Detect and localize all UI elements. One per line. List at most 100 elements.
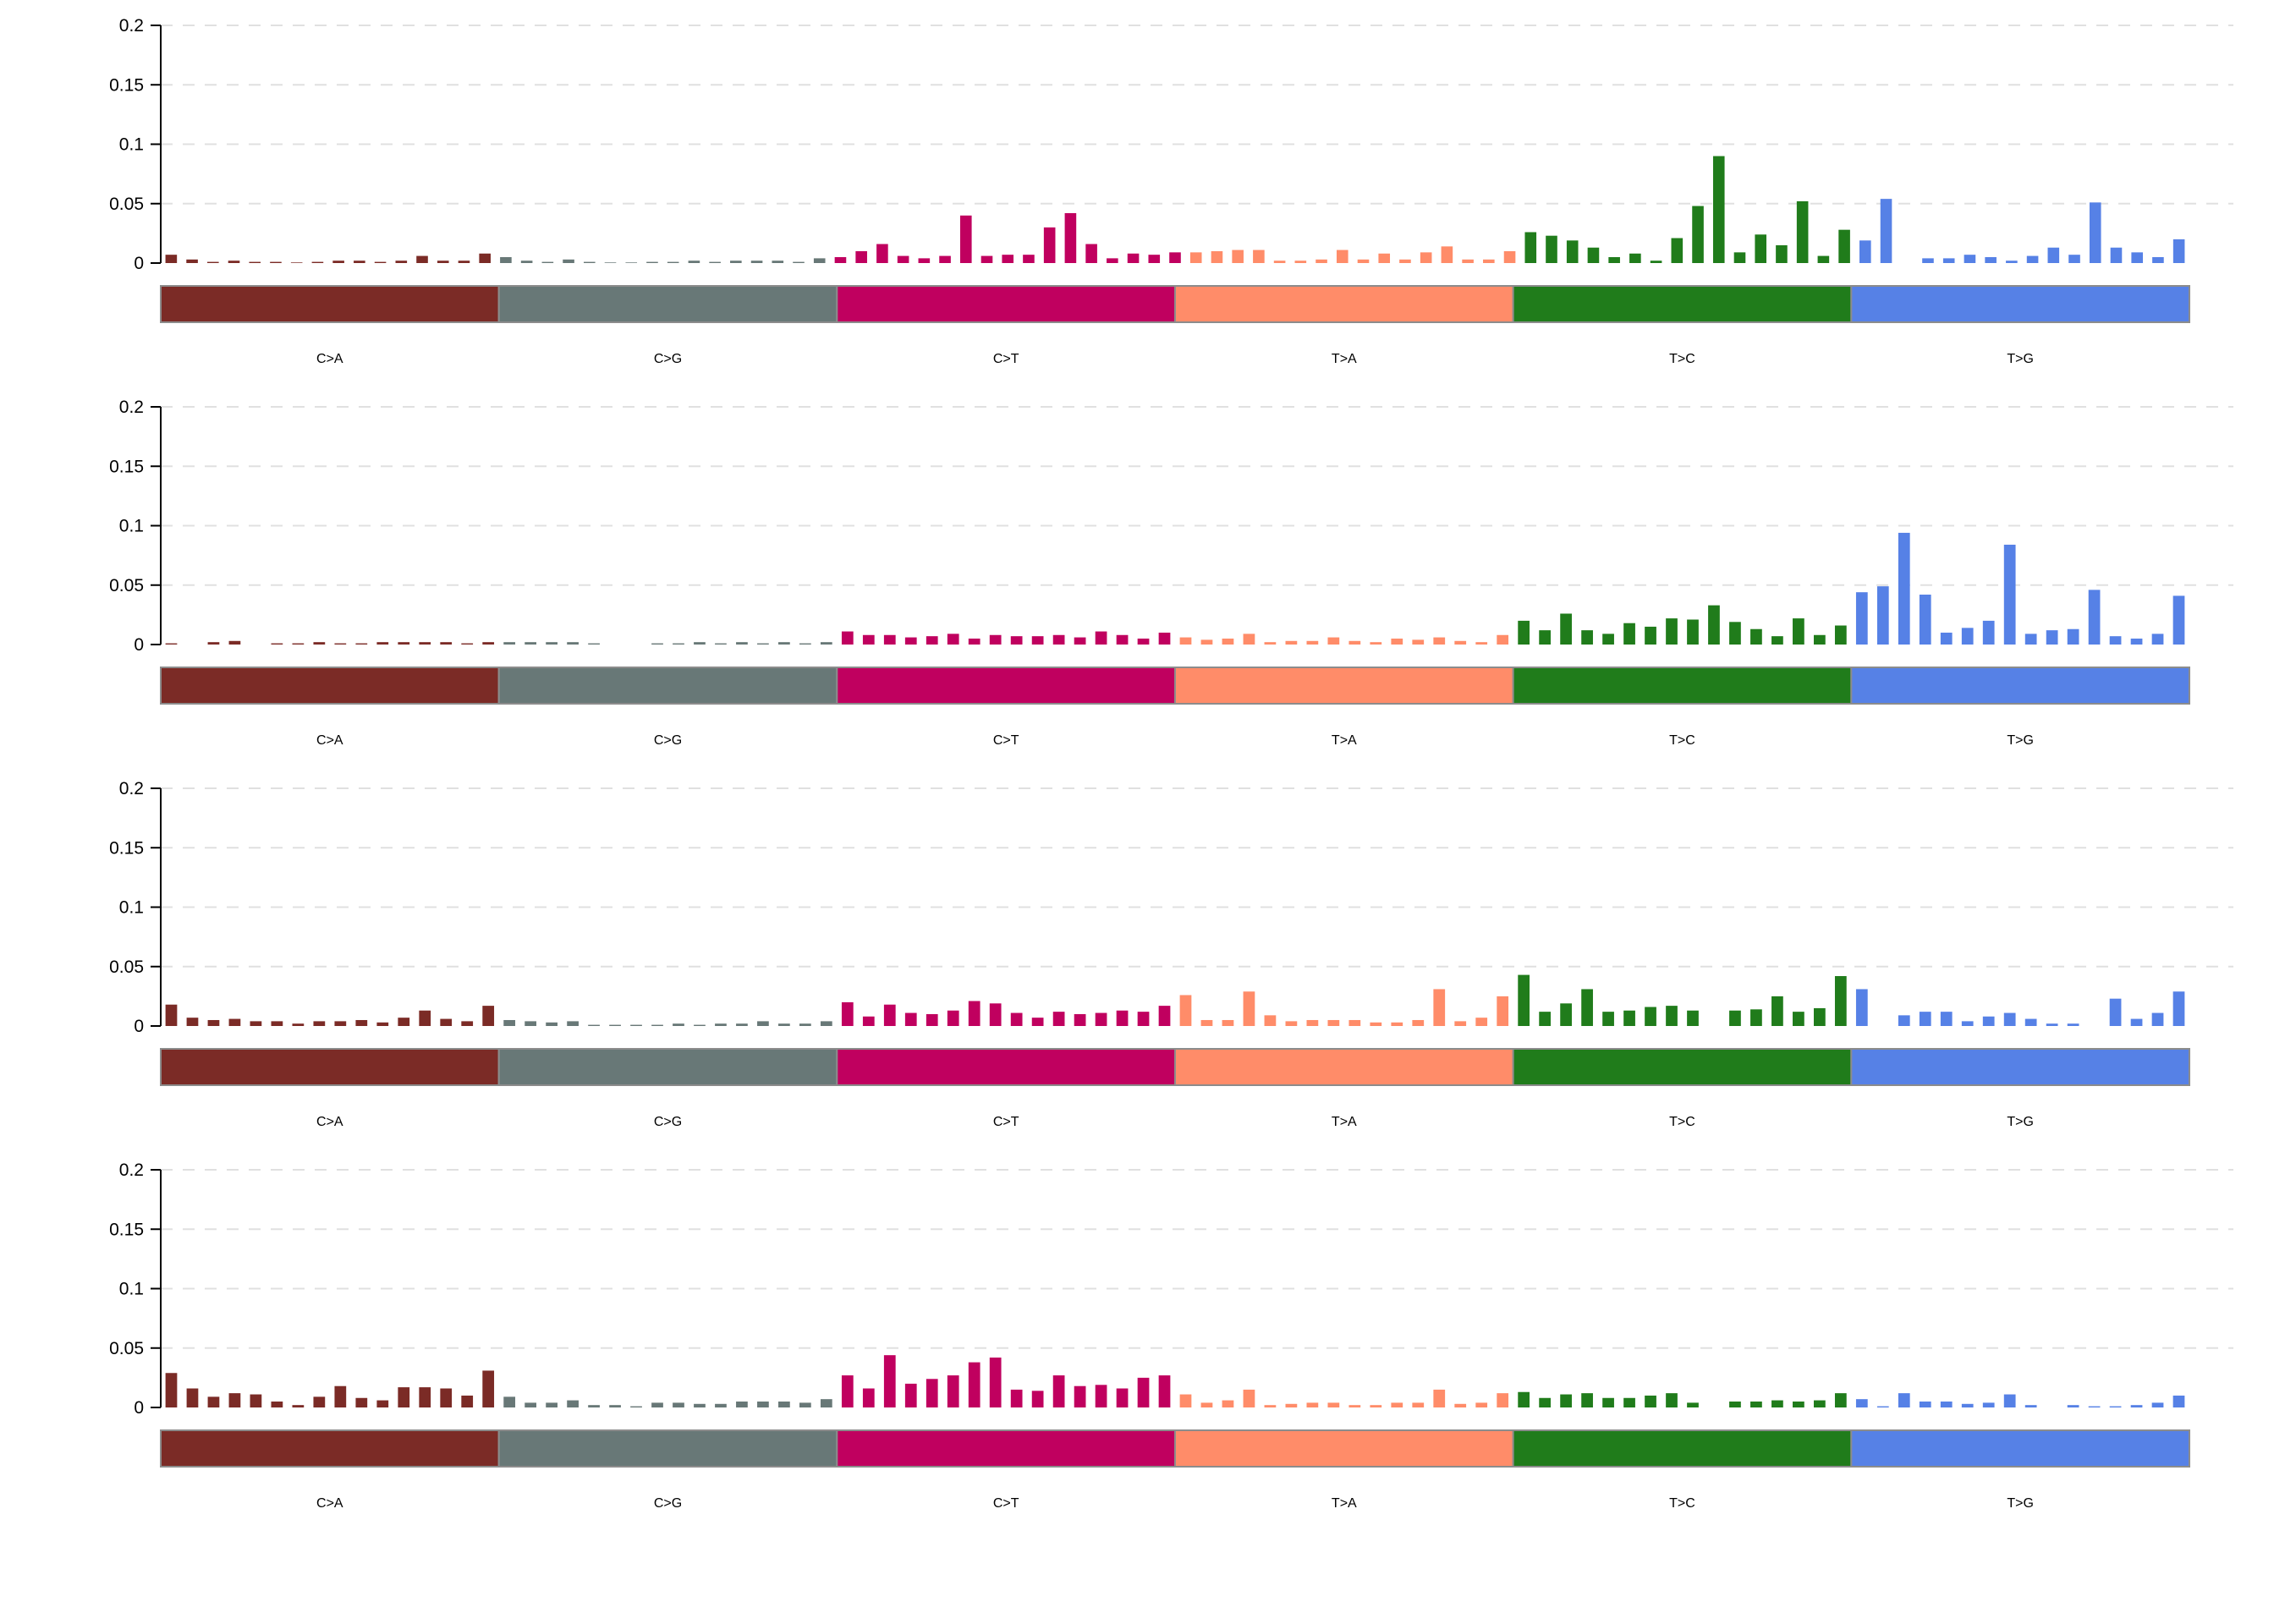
bar-ctog (673, 643, 684, 645)
category-label: T>A (1332, 733, 1357, 748)
bar-ttog (1898, 1015, 1910, 1026)
bar-ttoc (1796, 200, 1809, 263)
bar-ctoa (461, 1021, 474, 1026)
bar-ttog (1964, 255, 1976, 263)
bar-ctoa (250, 1021, 262, 1026)
bar-ctot (947, 634, 959, 645)
bar-ttog (1940, 1401, 1953, 1407)
bar-ctoa (334, 643, 347, 645)
bar-ctot (1074, 637, 1086, 645)
bar-ttoa (1285, 1021, 1298, 1026)
category-label: C>G (654, 352, 682, 366)
bar-ctot (1043, 227, 1056, 263)
bar-ctog (694, 1403, 706, 1407)
bar-ttog (1855, 989, 1868, 1026)
category-label: C>T (993, 1115, 1019, 1129)
bar-ctot (841, 1375, 854, 1407)
bar-ctoa (461, 643, 474, 645)
category-label: T>C (1669, 733, 1695, 748)
category-strip-ctot (836, 1429, 1176, 1468)
bar-ttoc (1629, 253, 1641, 263)
bar-ttoc (1645, 626, 1656, 645)
bar-ctot (834, 256, 847, 263)
bar-ctog (604, 262, 617, 263)
bar-ttoa (1370, 1405, 1382, 1407)
bar-ttoc (1666, 1006, 1678, 1026)
bar-ctot (1074, 1385, 1086, 1407)
bar-ctoa (419, 1387, 431, 1407)
bar-ttoc (1687, 1010, 1699, 1026)
bar-ttoa (1497, 996, 1509, 1026)
category-label: C>G (654, 1496, 682, 1511)
bar-ttoa (1200, 639, 1213, 645)
bar-ttoc (1602, 1397, 1614, 1407)
bar-ctog (546, 642, 558, 645)
bar-ctot (980, 255, 993, 263)
bar-ctot (939, 255, 951, 263)
bar-ctog (694, 642, 706, 645)
y-tick-label: 0.1 (119, 1280, 144, 1299)
bar-ctoa (354, 261, 365, 263)
bar-ttoc (1581, 989, 1593, 1026)
bar-ttoc (1729, 622, 1741, 645)
bar-ctot (968, 638, 980, 645)
bar-ttog (1982, 1016, 1995, 1026)
category-label: C>A (316, 733, 343, 748)
category-strip-ttoa (1174, 285, 1514, 323)
bar-ttog (2130, 1018, 2143, 1026)
category-strip-ttoa (1174, 1429, 1514, 1468)
bar-ttoa (1475, 1018, 1488, 1026)
bar-ctoa (419, 1010, 431, 1026)
bar-ctoa (165, 643, 178, 645)
category-strip-ctoa (160, 667, 500, 705)
category-strip-ctot (836, 667, 1176, 705)
bar-ctot (1169, 252, 1181, 263)
bar-ttoc (1623, 623, 1635, 645)
bar-ctog (567, 1400, 579, 1407)
category-strip-ttoc (1512, 285, 1853, 323)
bar-ctot (883, 634, 896, 645)
bar-ttoc (1566, 240, 1579, 263)
bar-ctog (541, 261, 554, 263)
bar-ttoc (1608, 256, 1620, 263)
bar-ttog (2151, 1402, 2164, 1407)
bar-ctot (1158, 632, 1171, 645)
bar-ttog (2172, 239, 2185, 263)
bar-ctot (1085, 244, 1097, 263)
y-tick-label: 0.2 (119, 779, 144, 798)
bar-ctog (757, 1021, 769, 1026)
y-tick-label: 0 (134, 635, 144, 655)
bar-ttog (2068, 255, 2080, 263)
bar-ttog (2047, 247, 2060, 263)
bar-ctot (1052, 1375, 1065, 1407)
bar-ctog (609, 1405, 621, 1407)
bar-ttoc (1602, 634, 1614, 645)
bar-ctot (989, 634, 1002, 645)
bar-ttog (2151, 1012, 2164, 1026)
category-strip-ttog (1850, 285, 2190, 323)
bar-ttoa (1497, 1393, 1509, 1407)
bar-ttoc (1666, 618, 1678, 645)
bar-ttog (1898, 1393, 1910, 1407)
category-strip-ctog (497, 1429, 838, 1468)
bar-ttog (2172, 595, 2185, 645)
bar-ttoa (1285, 640, 1298, 645)
bar-ttoc (1708, 605, 1720, 645)
bar-ttoc (1602, 1012, 1614, 1026)
bar-ttoa (1378, 253, 1391, 263)
bar-ctoa (228, 640, 241, 645)
bar-ctoa (270, 261, 282, 263)
bar-ttoc (1539, 1397, 1552, 1407)
bar-ctoa (482, 642, 495, 645)
bar-ctog (813, 258, 826, 263)
bar-ctoa (479, 253, 491, 263)
bar-ctoa (228, 1393, 241, 1407)
bar-ttoc (1560, 613, 1572, 645)
bar-ttog (2067, 628, 2079, 645)
bar-ctot (1107, 258, 1118, 263)
category-strip-ctog (497, 667, 838, 705)
bar-ctot (1127, 253, 1140, 263)
bar-ttog (1940, 1012, 1953, 1026)
bar-ctog (730, 261, 742, 263)
bar-ctoa (249, 261, 261, 263)
